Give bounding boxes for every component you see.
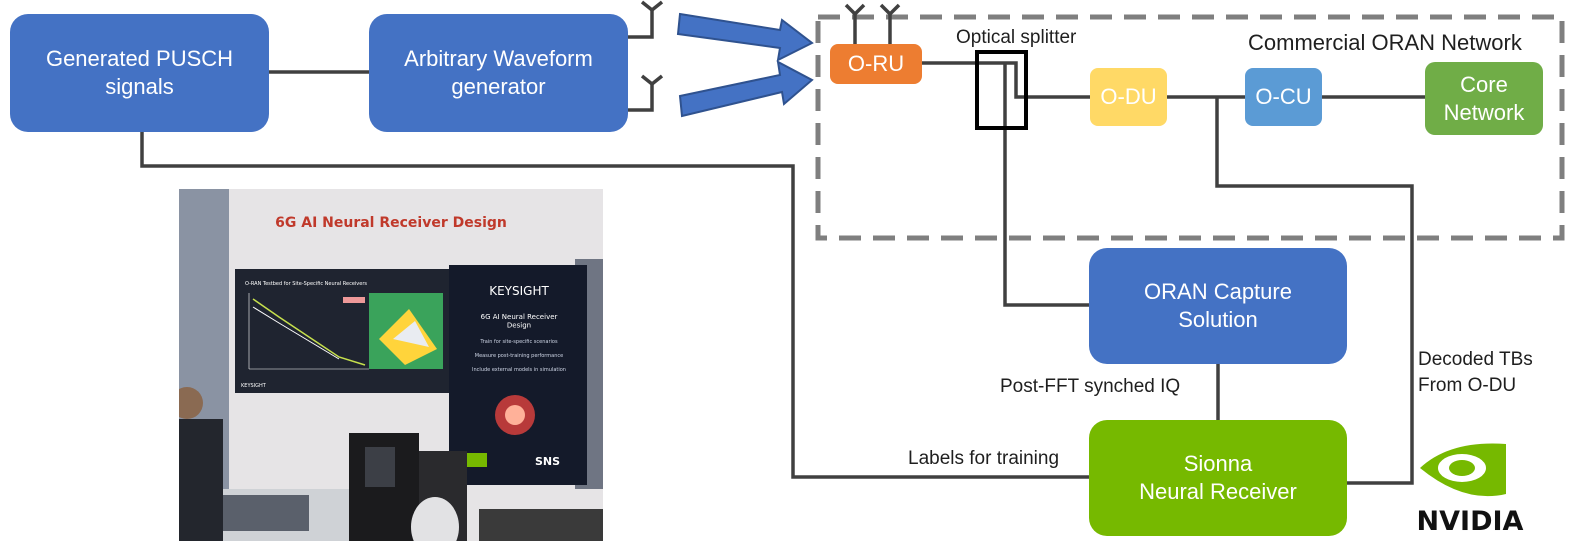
optical-splitter-box <box>975 50 1028 130</box>
rf-arrow-top <box>676 12 814 62</box>
booth-panel-brand: KEYSIGHT <box>489 284 549 298</box>
booth-panel-line1: Train for site-specific scenarios <box>479 339 558 345</box>
wire-odu-decoded <box>1215 97 1414 485</box>
network-group-boundary <box>815 14 1565 241</box>
wire-pusch-sionna-labels <box>140 132 1090 479</box>
wire-awg-antenna-top <box>628 10 654 39</box>
nvidia-logo: NVIDIA <box>1410 438 1534 538</box>
labels-training-label: Labels for training <box>908 448 1060 469</box>
ocu-node: O-CU <box>1245 68 1322 126</box>
booth-screen-brand: KEYSIGHT <box>241 383 267 389</box>
pusch-generator-node: Generated PUSCH signals <box>10 14 269 132</box>
decoded-tbs-label: Decoded TBs From O-DU <box>1418 349 1533 396</box>
booth-panel-line2: Measure post-training performance <box>475 353 563 359</box>
oru-antenna-icon <box>844 3 901 44</box>
booth-panel-line3: Include external models in simulation <box>472 367 566 373</box>
oran-capture-node: ORAN Capture Solution <box>1089 248 1347 364</box>
optical-splitter-label: Optical splitter <box>956 27 1077 48</box>
network-group-label: Commercial ORAN Network <box>1248 30 1522 55</box>
nvidia-eye-icon: NVIDIA <box>1417 443 1524 537</box>
antenna-icon <box>640 0 664 86</box>
odu-node: O-DU <box>1090 68 1167 126</box>
wire-splitter-odu <box>1005 61 1090 99</box>
wire-awg-antenna-bottom <box>628 84 654 112</box>
nvidia-logo-text: NVIDIA <box>1417 506 1524 537</box>
core-network-node: Core Network <box>1425 62 1543 135</box>
rf-arrow-bottom <box>678 60 814 118</box>
post-fft-label: Post-FFT synched IQ <box>1000 376 1181 397</box>
booth-screen-title: O-RAN Testbed for Site-Specific Neural R… <box>245 281 367 287</box>
sionna-node: Sionna Neural Receiver <box>1089 420 1347 536</box>
booth-panel-partner: SNS <box>535 455 560 468</box>
oru-node: O-RU <box>830 44 922 84</box>
booth-photo: 6G AI Neural Receiver Design O-RAN Testb… <box>179 189 603 541</box>
booth-banner: 6G AI Neural Receiver Design <box>275 215 507 231</box>
awg-node: Arbitrary Waveform generator <box>369 14 628 132</box>
wire-splitter-capture <box>1003 63 1090 307</box>
